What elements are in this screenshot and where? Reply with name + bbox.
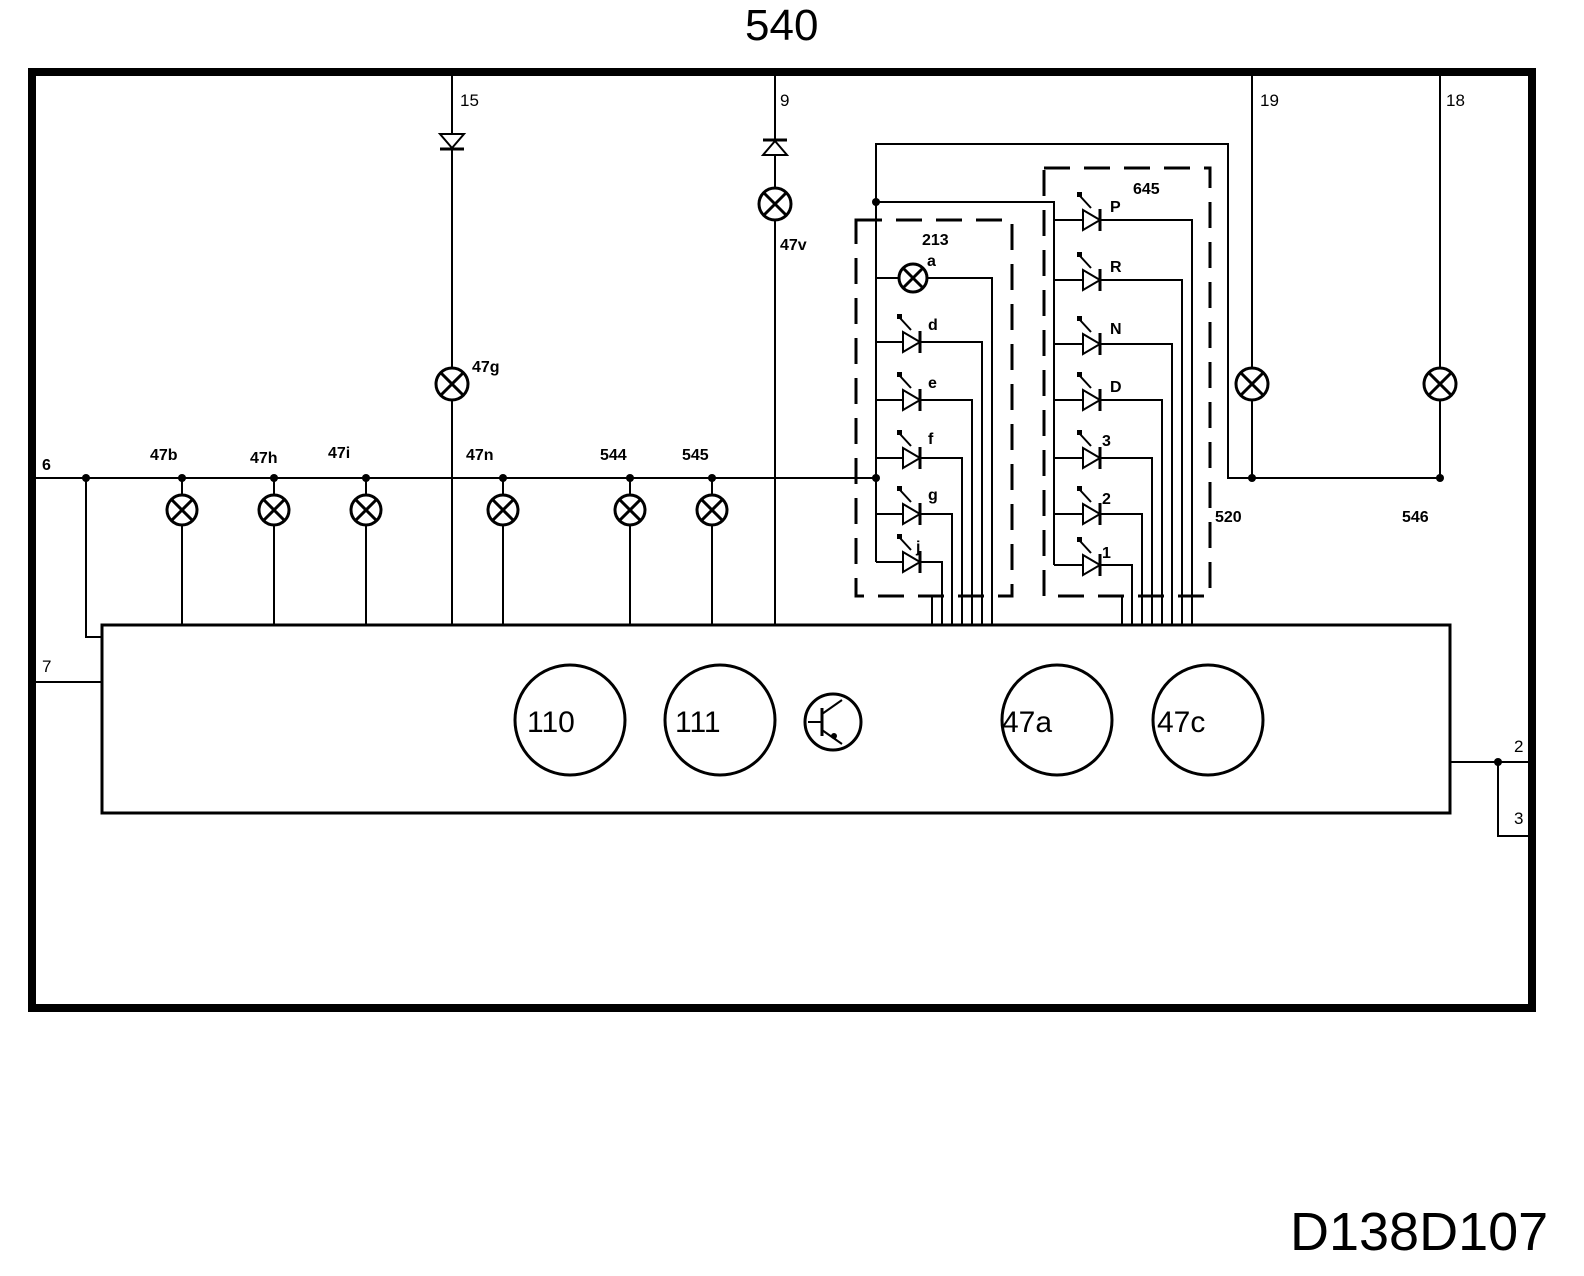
gauge-111 [663,663,777,777]
lamp-47i [349,474,383,625]
wire-module-supply [875,143,1440,479]
lamp-47b-label: 47b [150,447,178,464]
wire-6-to-cluster [85,478,102,638]
module-645-led-1 [1054,537,1133,625]
junction-dot [1436,474,1444,482]
gauge-47c-label: 47c [1157,706,1205,739]
module-213-item-label: j [915,539,920,556]
lamp-47v [757,186,793,222]
module-645-item-label: 2 [1102,491,1111,508]
lamp-47g-label: 47g [472,359,500,376]
diode-9-icon [760,138,790,156]
module-213-item-label: e [928,375,937,392]
lamp-47n-label: 47n [466,447,494,464]
gauge-110 [513,663,627,777]
module-213-label: 213 [922,232,949,249]
module-213-led-f [876,430,963,625]
wire-3-loop [1497,762,1528,837]
module-645-item-label: R [1110,259,1122,276]
module-645-label: 645 [1133,181,1160,198]
module-213-item-label: d [928,317,938,334]
terminal-15-label: 15 [460,91,479,110]
lamp-47b [165,474,199,625]
module-645-item-label: D [1110,379,1122,396]
module-645-led-p [1054,192,1193,625]
outer-frame [28,68,1536,1012]
terminal-7-label: 7 [42,657,51,676]
module-645-led-n [1054,316,1173,625]
lamp-545-label: 545 [682,447,709,464]
lamp-47h-label: 47h [250,450,278,467]
lamp-47g [434,366,470,402]
module-213-lamp-a [876,262,993,625]
module-645-box [1042,166,1212,598]
junction-dot [82,474,90,482]
gauge-111-label: 111 [675,706,721,739]
terminal-9-label: 9 [780,91,789,110]
module-213-item-label: a [927,253,936,270]
module-645-item-label: N [1110,321,1122,338]
junction-dot [1494,758,1502,766]
module-645-item-label: 3 [1102,433,1111,450]
gauge-47a [1000,663,1114,777]
module-213-item-label: f [928,431,934,448]
terminal-3-label: 3 [1514,809,1523,828]
gauge-47a-label: 47a [1002,706,1052,739]
drawing-code: D138D107 [1290,1202,1548,1262]
gauge-110-label: 110 [527,706,575,739]
module-645-item-label: 1 [1102,545,1111,562]
module-645-led-2 [1054,486,1143,625]
wire-645-supply [876,201,1055,220]
junction-dot [1248,474,1256,482]
module-213-led-j [876,534,943,625]
terminal-2-label: 2 [1514,737,1523,756]
terminal-18-label: 18 [1446,91,1465,110]
module-645-led-3 [1054,430,1153,625]
diode-15-icon [437,133,467,151]
junction-dot [872,198,880,206]
lamp-47h [257,474,291,625]
lamp-520-label: 520 [1215,509,1242,526]
transistor-icon [803,692,863,752]
module-213-led-e [876,372,973,625]
lamp-546 [1422,366,1458,402]
lamp-47i-label: 47i [328,445,350,462]
lamp-544-label: 544 [600,447,627,464]
module-213-item-label: g [928,487,938,504]
module-645-led-r [1054,252,1183,625]
lamp-47v-label: 47v [780,237,807,254]
module-645-led-d [1054,372,1163,625]
module-213-led-d [876,314,983,625]
lamp-545 [695,474,729,625]
diagram-title: 540 [745,1,818,50]
terminal-19-label: 19 [1260,91,1279,110]
lamp-546-label: 546 [1402,509,1429,526]
module-213-led-g [876,486,953,625]
lamp-544 [613,474,647,625]
lamp-47n [486,474,520,625]
lamp-520 [1234,366,1270,402]
terminal-6-label: 6 [42,457,51,474]
module-213-box [854,218,1014,598]
gauge-47c [1151,663,1265,777]
module-645-item-label: P [1110,199,1121,216]
